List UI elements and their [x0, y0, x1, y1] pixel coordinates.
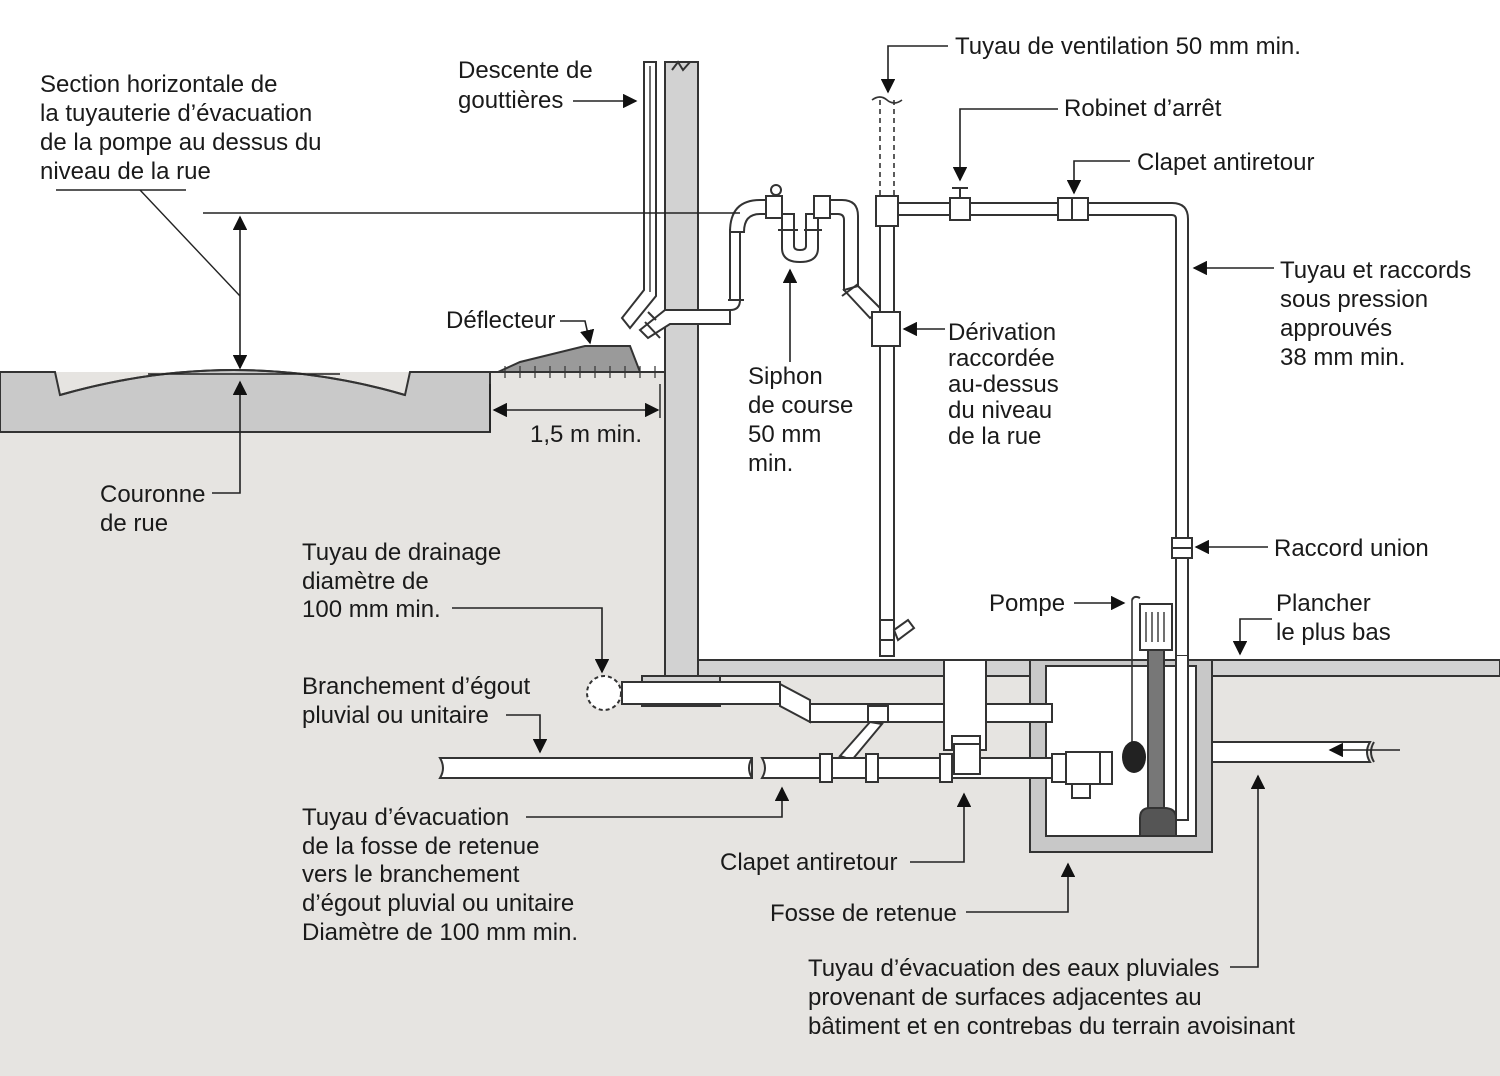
deflector — [490, 345, 665, 378]
below-grade-piping — [438, 659, 1375, 799]
label-section-horizontale: Section horizontale de la tuyauterie d’é… — [40, 71, 328, 185]
label-pompe: Pompe — [989, 590, 1065, 617]
label-raccord-union: Raccord union — [1274, 535, 1429, 562]
label-descente: Descente de gouttières — [458, 57, 599, 114]
label-tuyau-pression: Tuyau et raccords sous pression approuvé… — [1280, 257, 1478, 371]
distance-dimension — [489, 384, 661, 432]
label-plancher: Plancher le plus bas — [1276, 590, 1391, 646]
pump — [1122, 595, 1177, 837]
label-robinet: Robinet d’arrêt — [1064, 95, 1222, 122]
label-distance: 1,5 m min. — [530, 421, 642, 448]
sump-pit — [1029, 659, 1213, 853]
label-deflecteur: Déflecteur — [446, 307, 555, 334]
label-siphon: Siphon de course 50 mm min. — [748, 363, 860, 477]
labels: Section horizontale de la tuyauterie d’é… — [40, 33, 1478, 1040]
reference-line — [148, 212, 740, 375]
vent-stack — [871, 96, 916, 657]
label-branchement: Branchement d’égout pluvial ou unitaire — [302, 673, 537, 729]
label-clapet-haut: Clapet antiretour — [1137, 149, 1314, 176]
label-couronne: Couronne de rue — [100, 481, 212, 537]
road-surface — [0, 369, 491, 433]
label-drainage: Tuyau de drainage diamètre de 100 mm min… — [302, 539, 508, 623]
foundation-wall — [664, 60, 699, 677]
pressure-pipe — [897, 187, 1193, 821]
label-clapet-bas: Clapet antiretour — [720, 849, 897, 876]
downspout — [620, 61, 657, 330]
label-eaux-pluviales: Tuyau d’évacuation des eaux pluviales pr… — [808, 955, 1295, 1040]
label-ventilation: Tuyau de ventilation 50 mm min. — [955, 33, 1301, 60]
leader-lines — [56, 45, 1400, 968]
label-derivation: Dérivation raccordée au-dessus du niveau… — [948, 319, 1065, 450]
label-fosse: Fosse de retenue — [770, 900, 957, 927]
label-evacuation-fosse: Tuyau d’évacuation de la fosse de retenu… — [302, 804, 581, 946]
